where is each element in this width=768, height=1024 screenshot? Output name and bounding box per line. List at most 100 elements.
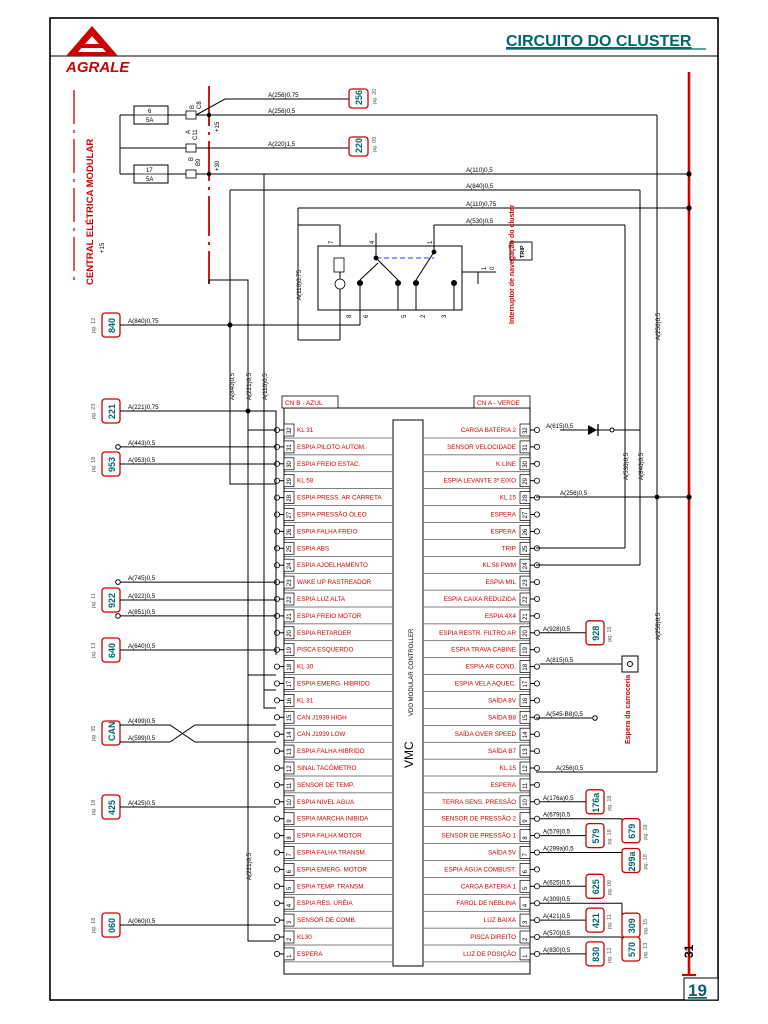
pin-a-terminal [534,832,541,839]
pin-b-label: ESPIA FREIO MOTOR [297,613,362,620]
pin-b-number: 17 [287,680,293,687]
left-ref-wire-label: A(922)0,5 [128,593,156,600]
switch-name-text: Interruptor de navegação do cluster [509,204,516,324]
right-ref-id: 570 [627,942,637,957]
left-open-terminal [115,579,121,585]
pin-b-number: 7 [287,853,293,857]
wire-220-15: A(220)1,5 [268,141,296,148]
pin-a-number: 7 [523,853,529,857]
fuse-17-id: 17 [146,168,153,174]
pin-b-number: 19 [287,646,293,653]
pin-b-number: 8 [287,836,293,840]
right-ref-box [585,907,605,933]
pin-a-terminal [534,612,541,619]
pin-a-number: 1 [523,954,529,958]
pin-b-terminal [273,731,280,738]
pin-b-label: PISCA ESQUERDO [297,647,353,654]
vwire-840-05: A(840)0,5 [229,372,236,400]
pin-a-label: KL 15 [500,765,517,772]
fuse-6-id: 6 [148,109,152,115]
right-ref-id: 625 [591,879,601,894]
pin-b-number: 14 [287,731,293,738]
pin-b-terminal [273,849,280,856]
vwire-221-05: A(221)0,5 [246,372,253,400]
page-border [49,17,719,1001]
pin-a-terminal [534,629,541,636]
left-ref-id: 640 [107,643,117,658]
pin-a-terminal [534,646,541,653]
wire-256-05: A(256)0,5 [268,108,296,115]
pin-b-label: ESPIA RETARDER [297,630,352,637]
right-wire-256b: A(256)0,5 [556,765,584,772]
pin-b-label: ESPIA PRESSÃO ÓLEO [297,510,367,519]
pin-a-number: 12 [523,765,529,772]
pin-b-number: 13 [287,748,293,755]
espera-carroceria: Espera da carroceria [540,655,639,744]
left-ref-page: pg. 18 [91,457,97,472]
trip-button [509,241,533,261]
switch-pin-3: 3 [442,314,448,318]
pin-b-label: ESPERA [297,951,323,958]
pin-a-terminal [534,781,541,788]
pin-b-label: ESPIA ABS [297,545,329,552]
left-ref-id: 221 [107,404,117,419]
pin-a-number: 16 [523,697,529,704]
pin-b-number: 32 [287,427,293,434]
pin-a-terminal [534,697,541,704]
right-ref-wire-label: A(570)0,5 [543,930,571,937]
pin-a-terminal [534,866,541,873]
pin-a-number: 21 [523,613,529,620]
page-number: 19 [688,981,707,1000]
pin-b-terminal [273,765,280,772]
vwire-256-05: A(256)0,5 [655,312,662,340]
fuse-17: 17 5A A C11 B B9 [120,129,202,184]
pin-a-number: 29 [523,477,529,484]
ground-rail-label: 31 [682,944,696,958]
pin-a-terminal [534,528,541,535]
right-ref-box [621,847,641,874]
right-ref-page: pg. 11 [607,914,613,929]
pin-b-terminal [273,832,280,839]
trip-button-label: TRIP [520,245,526,258]
left-ref-wire-label: A(221)0,75 [128,404,159,411]
pin-a-label: ESPIA RESTR. FILTRO AR [439,630,516,637]
right-wire-256: A(256)0,5 [560,490,588,497]
vwire-530-05: A(530)0,5 [623,452,630,480]
pin-a-terminal [534,815,541,822]
pin-a-label: TERRA SENS. PRESSÃO [442,797,516,806]
top-wiring [195,98,689,772]
pin-b-number: 1 [287,954,293,958]
switch-pos-0: 0 [490,266,496,270]
pin-b-label: CAN J1939 HIGH [297,714,347,721]
pin-a-number: 28 [523,494,529,501]
switch-pos-1: 1 [482,266,488,270]
right-ref-id: 579 [591,829,601,844]
pin-b-label: ESPIA RES. URÉIA [297,898,353,907]
diode [560,424,640,436]
pin-a-terminal [534,494,541,501]
pin-b-label: ESPIA TEMP. TRANSM. [297,883,365,890]
pin-a-label: ESPIA TRAVA CABINE [451,647,516,654]
right-ref-box [585,941,605,967]
pin-a-number: 20 [523,629,529,636]
right-ref-box [585,873,605,899]
page-title: CIRCUITO DO CLUSTER [506,33,692,50]
right-ref-wire-label: A(625)0,5 [543,879,571,886]
can-wire-h-label: A(499)0,5 [128,718,156,725]
pin-a-label: ESPIA CAIXA REDUZIDA [444,596,517,603]
vwire-256-05b: A(256)0,5 [655,612,662,640]
wire-110-05: A(110)0,5 [466,167,493,174]
right-ref-id: 176a [591,792,601,813]
pin-b-number: 24 [287,562,293,569]
switch-pin-2: 2 [421,314,427,318]
right-ref-id: 309 [627,918,637,933]
pin-b-terminal [273,511,280,518]
pin-b-number: 28 [287,494,293,501]
left-ref-page: pg. 11 [91,593,97,608]
right-ref-page: pg. 12 [607,948,613,963]
pin-b-number: 15 [287,714,293,721]
pin-b-terminal [273,596,280,603]
pin-a-terminal [534,731,541,738]
left-ref-id: 425 [107,800,117,815]
